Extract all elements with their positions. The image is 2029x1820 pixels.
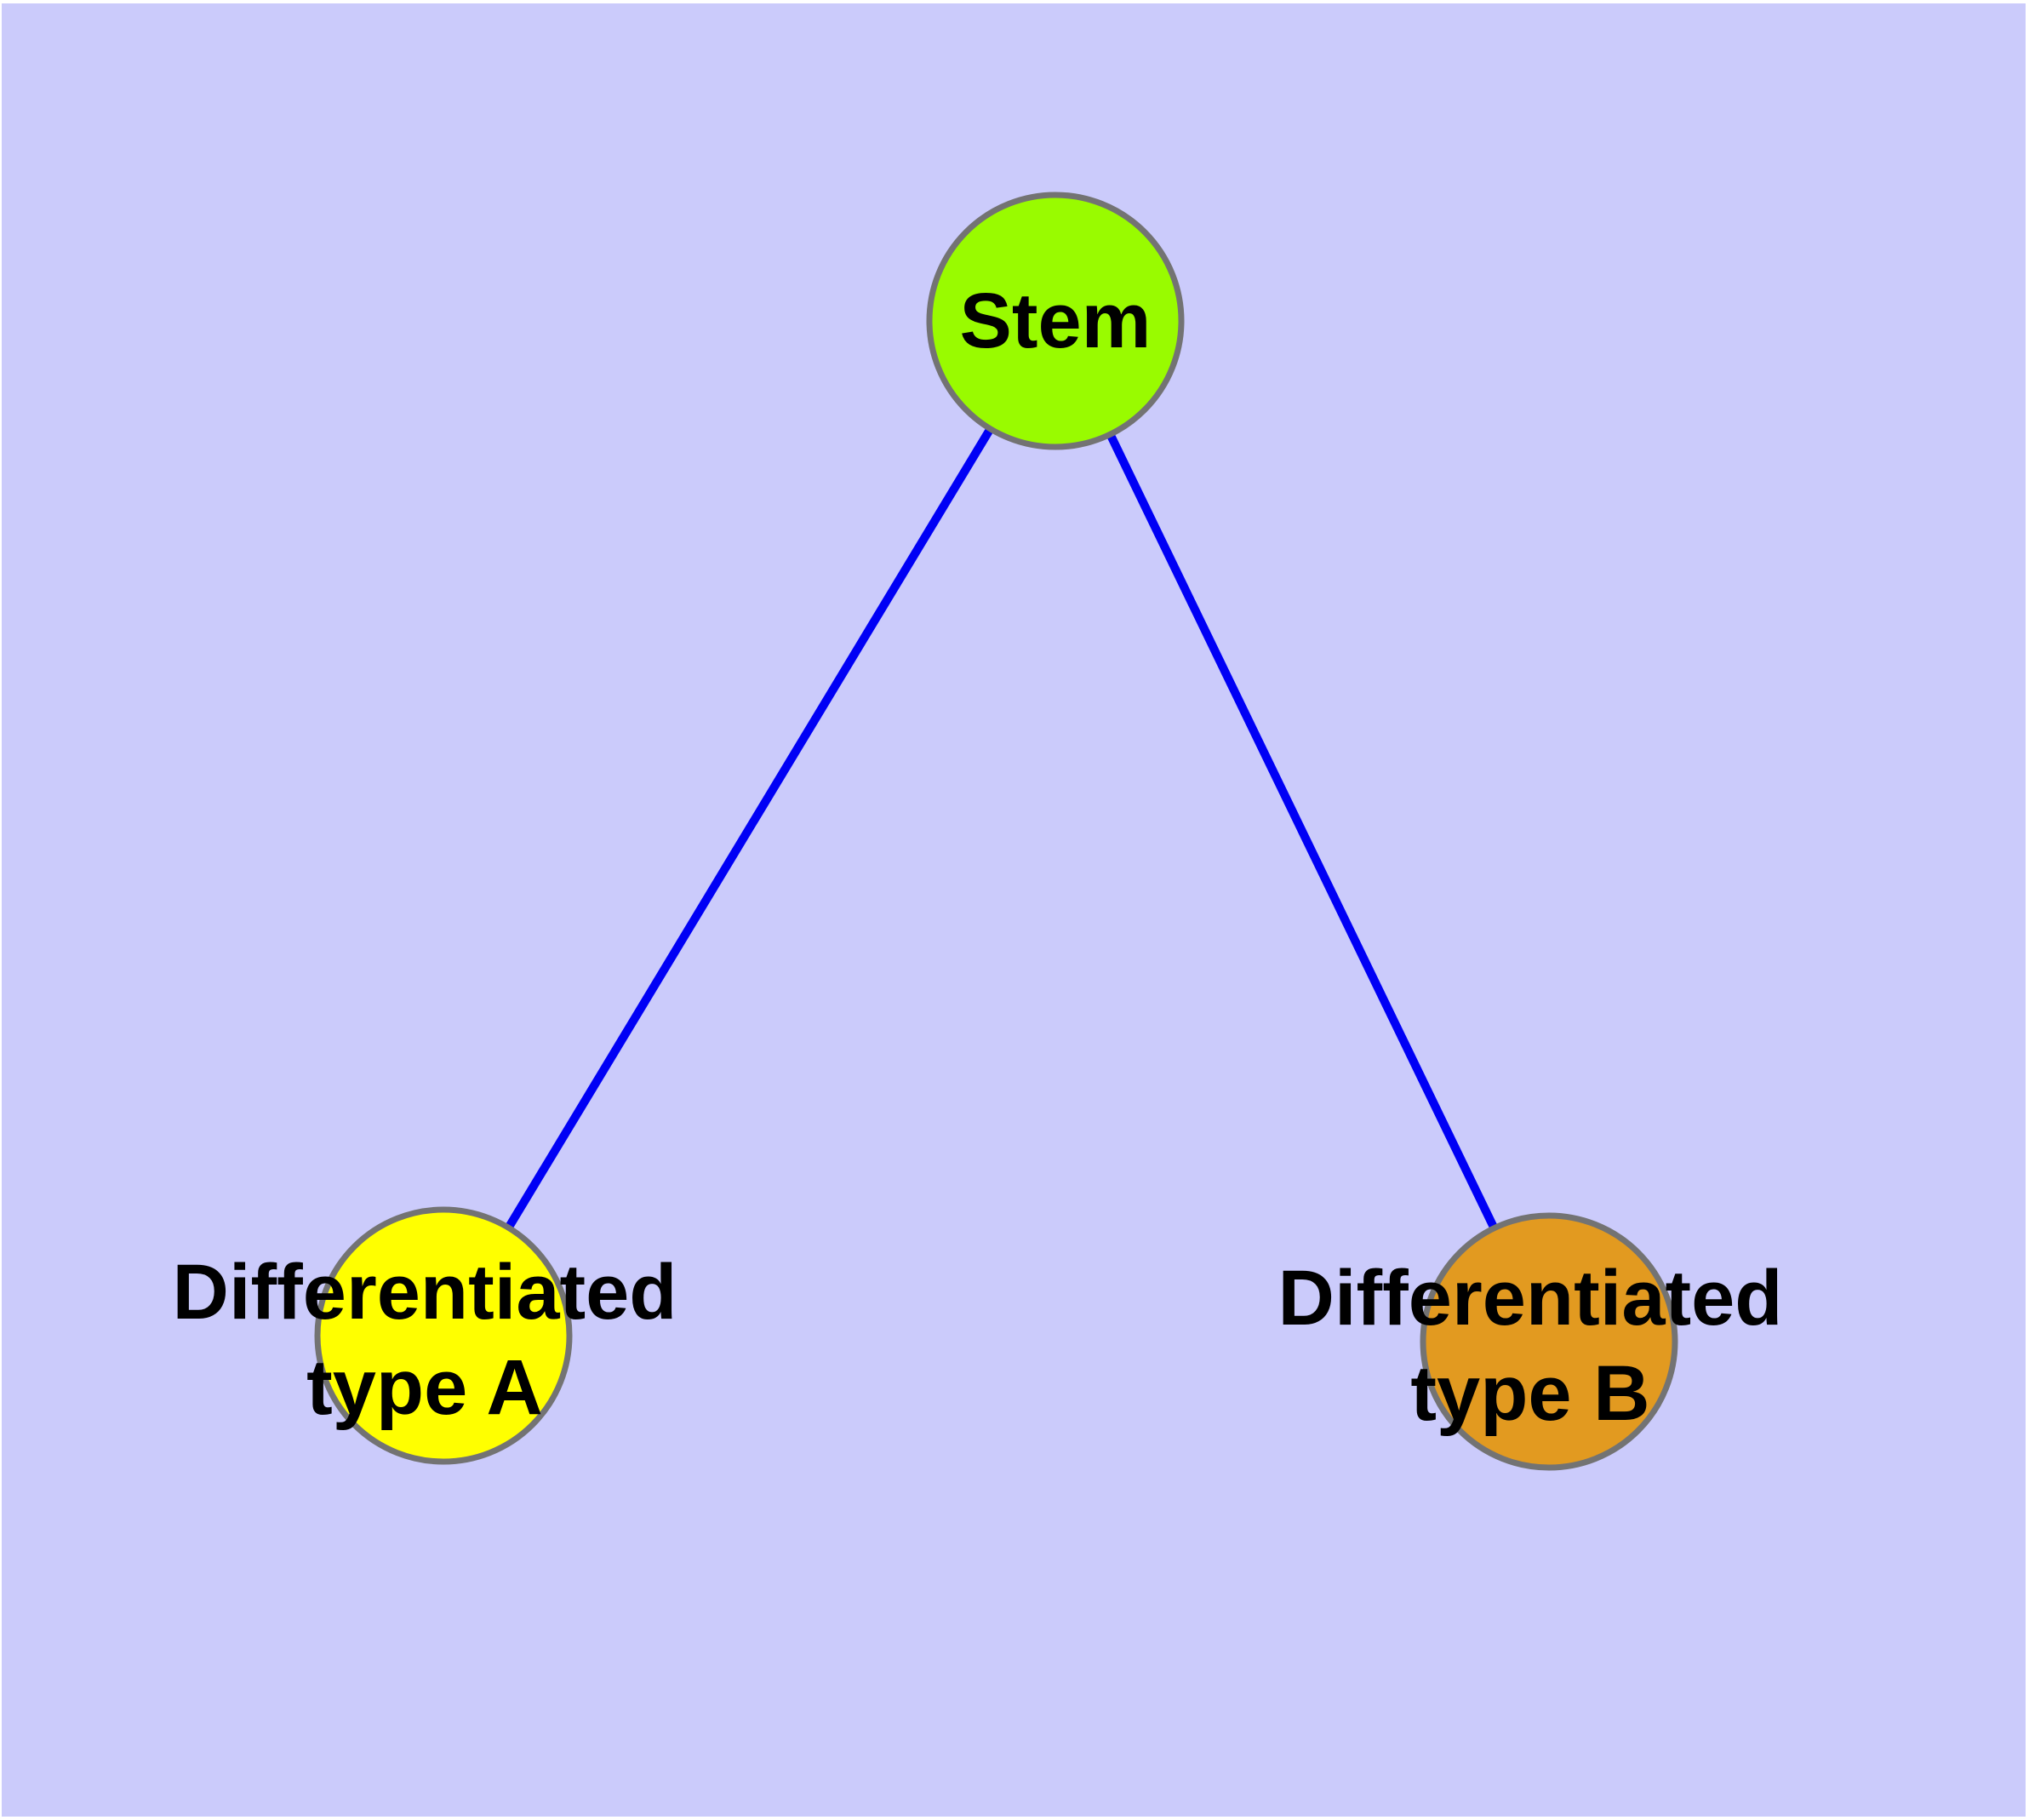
edge-stem-to-type-a (439, 317, 1060, 1340)
node-differentiated-type-b-label: Differentiated type B (1278, 1251, 1783, 1441)
node-differentiated-type-a-label: Differentiated type A (173, 1245, 677, 1435)
graph-svg (314, 192, 1678, 1471)
node-differentiated-type-a-label-line2: type A (306, 1344, 543, 1431)
node-stem-circle (926, 192, 1185, 450)
node-differentiated-type-b-circle (1420, 1212, 1678, 1471)
node-stem-label: Stem (959, 278, 1152, 364)
node-differentiated-type-b-label-line2: type B (1410, 1350, 1650, 1437)
node-differentiated-type-a-label-line1: Differentiated (172, 1249, 677, 1336)
node-differentiated-type-a-circle (314, 1206, 573, 1465)
edge-stem-to-type-b (1051, 317, 1553, 1346)
node-differentiated-type-b-label-line1: Differentiated (1277, 1255, 1783, 1342)
